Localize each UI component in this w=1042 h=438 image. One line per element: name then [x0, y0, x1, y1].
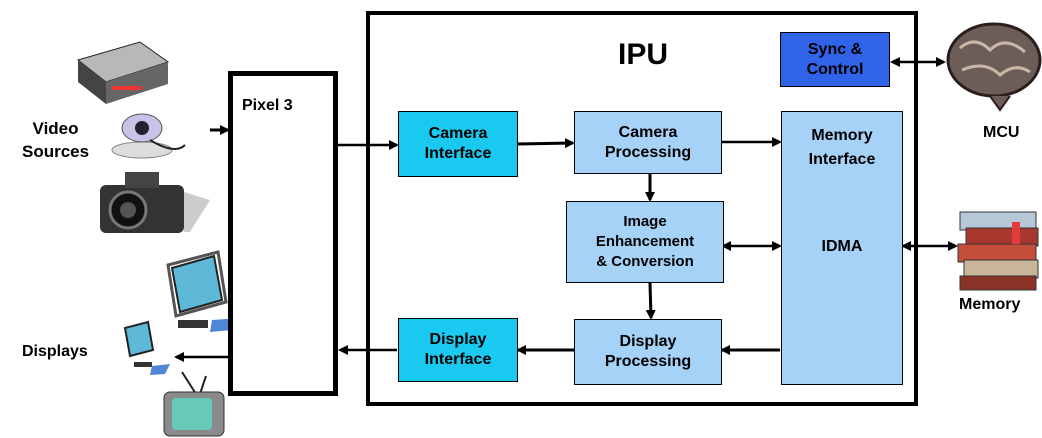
idma-label: IDMA — [821, 238, 863, 255]
video-sources-label: Video Sources — [22, 119, 90, 161]
brain-icon — [946, 22, 1042, 112]
camera-icon — [100, 172, 210, 233]
memory-label: Memory — [959, 296, 1021, 313]
camera-interface-block: Camera Interface — [398, 111, 518, 177]
camera-processing-block: Camera Processing — [574, 111, 722, 174]
memory-idma-block — [781, 111, 903, 385]
display-processing-block: Display Processing — [574, 319, 722, 385]
ipu-title: IPU — [618, 38, 669, 71]
image-enhancement-block: Image Enhancement & Conversion — [566, 201, 724, 283]
pixel-label: Pixel 3 — [242, 97, 293, 114]
display-interface-block: Display Interface — [398, 318, 518, 382]
video-player-icon — [76, 41, 170, 104]
sync-control-block: Sync & Control — [780, 32, 890, 87]
tv-icon — [163, 371, 225, 437]
displays-label: Displays — [22, 343, 88, 360]
pixel-block — [228, 71, 338, 396]
books-icon — [957, 211, 1039, 291]
ipu-container — [366, 11, 918, 406]
arrow-enhancement-to-display-processing — [645, 282, 656, 320]
mcu-label: MCU — [983, 124, 1020, 141]
small-monitor-icon — [123, 320, 170, 375]
webcam-icon — [111, 113, 186, 159]
memory-interface-label: Memory Interface — [808, 127, 876, 168]
arrow-camera-interface-to-processing — [516, 138, 575, 149]
